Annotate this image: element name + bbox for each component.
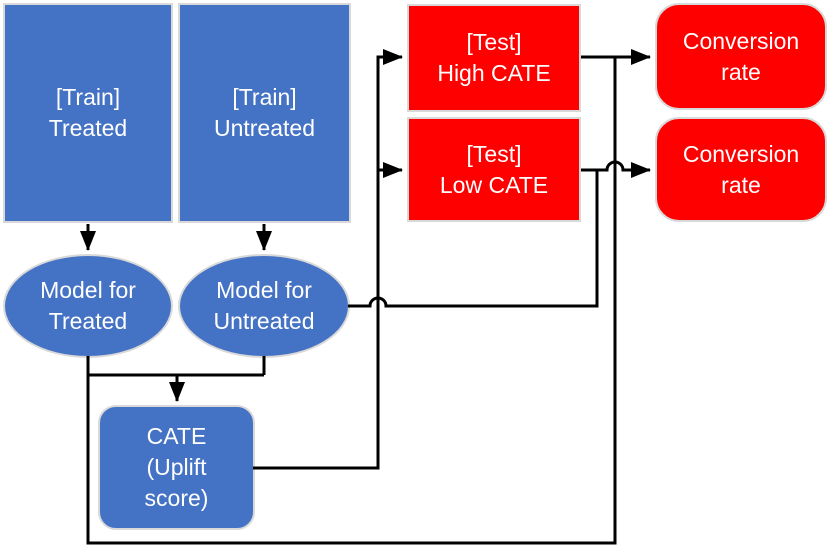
test-high-cate-label-line2: High CATE [437,60,551,86]
test-low-cate-label-line1: [Test] [466,140,522,167]
conversion-rate-high-label-line2: rate [721,58,761,85]
train-treated-label-line2: Treated [48,115,128,141]
test-low-cate-box: [Test] Low CATE [407,117,581,222]
conversion-rate-low-label-line1: Conversion [682,140,800,167]
cate-uplift-label-line1: CATE [146,423,207,449]
test-low-cate-label-line2: Low CATE [439,171,549,198]
model-untreated-ellipse: Model for Untreated [178,254,350,358]
train-treated-label-line1: [Train] [55,84,121,110]
test-high-cate-box: [Test] High CATE [407,4,581,112]
conversion-rate-low-label-line2: rate [721,171,761,198]
cate-uplift-label-line3: score) [144,485,209,511]
test-high-cate-label-line1: [Test] [466,29,522,55]
model-untreated-label-line1: Model for [216,277,312,303]
train-untreated-label-line2: Untreated [213,115,315,141]
cate-uplift-label-line2: (Uplift [146,454,207,480]
model-treated-ellipse: Model for Treated [3,254,173,358]
train-treated-box: [Train] Treated [3,3,173,223]
model-treated-label-line2: Treated [48,308,128,334]
edge-test-low-to-conversion-low [581,160,651,178]
edge-models-merge-line [86,356,266,377]
model-treated-label-line1: Model for [40,277,136,303]
cate-uplift-score-box: CATE (Uplift score) [98,405,255,530]
train-untreated-box: [Train] Untreated [178,3,351,223]
model-untreated-label-line2: Untreated [213,308,315,334]
conversion-rate-low-box: Conversion rate [655,117,827,222]
conversion-rate-high-box: Conversion rate [655,3,827,110]
conversion-rate-high-label-line1: Conversion [682,27,800,54]
train-untreated-label-line1: [Train] [232,84,297,110]
